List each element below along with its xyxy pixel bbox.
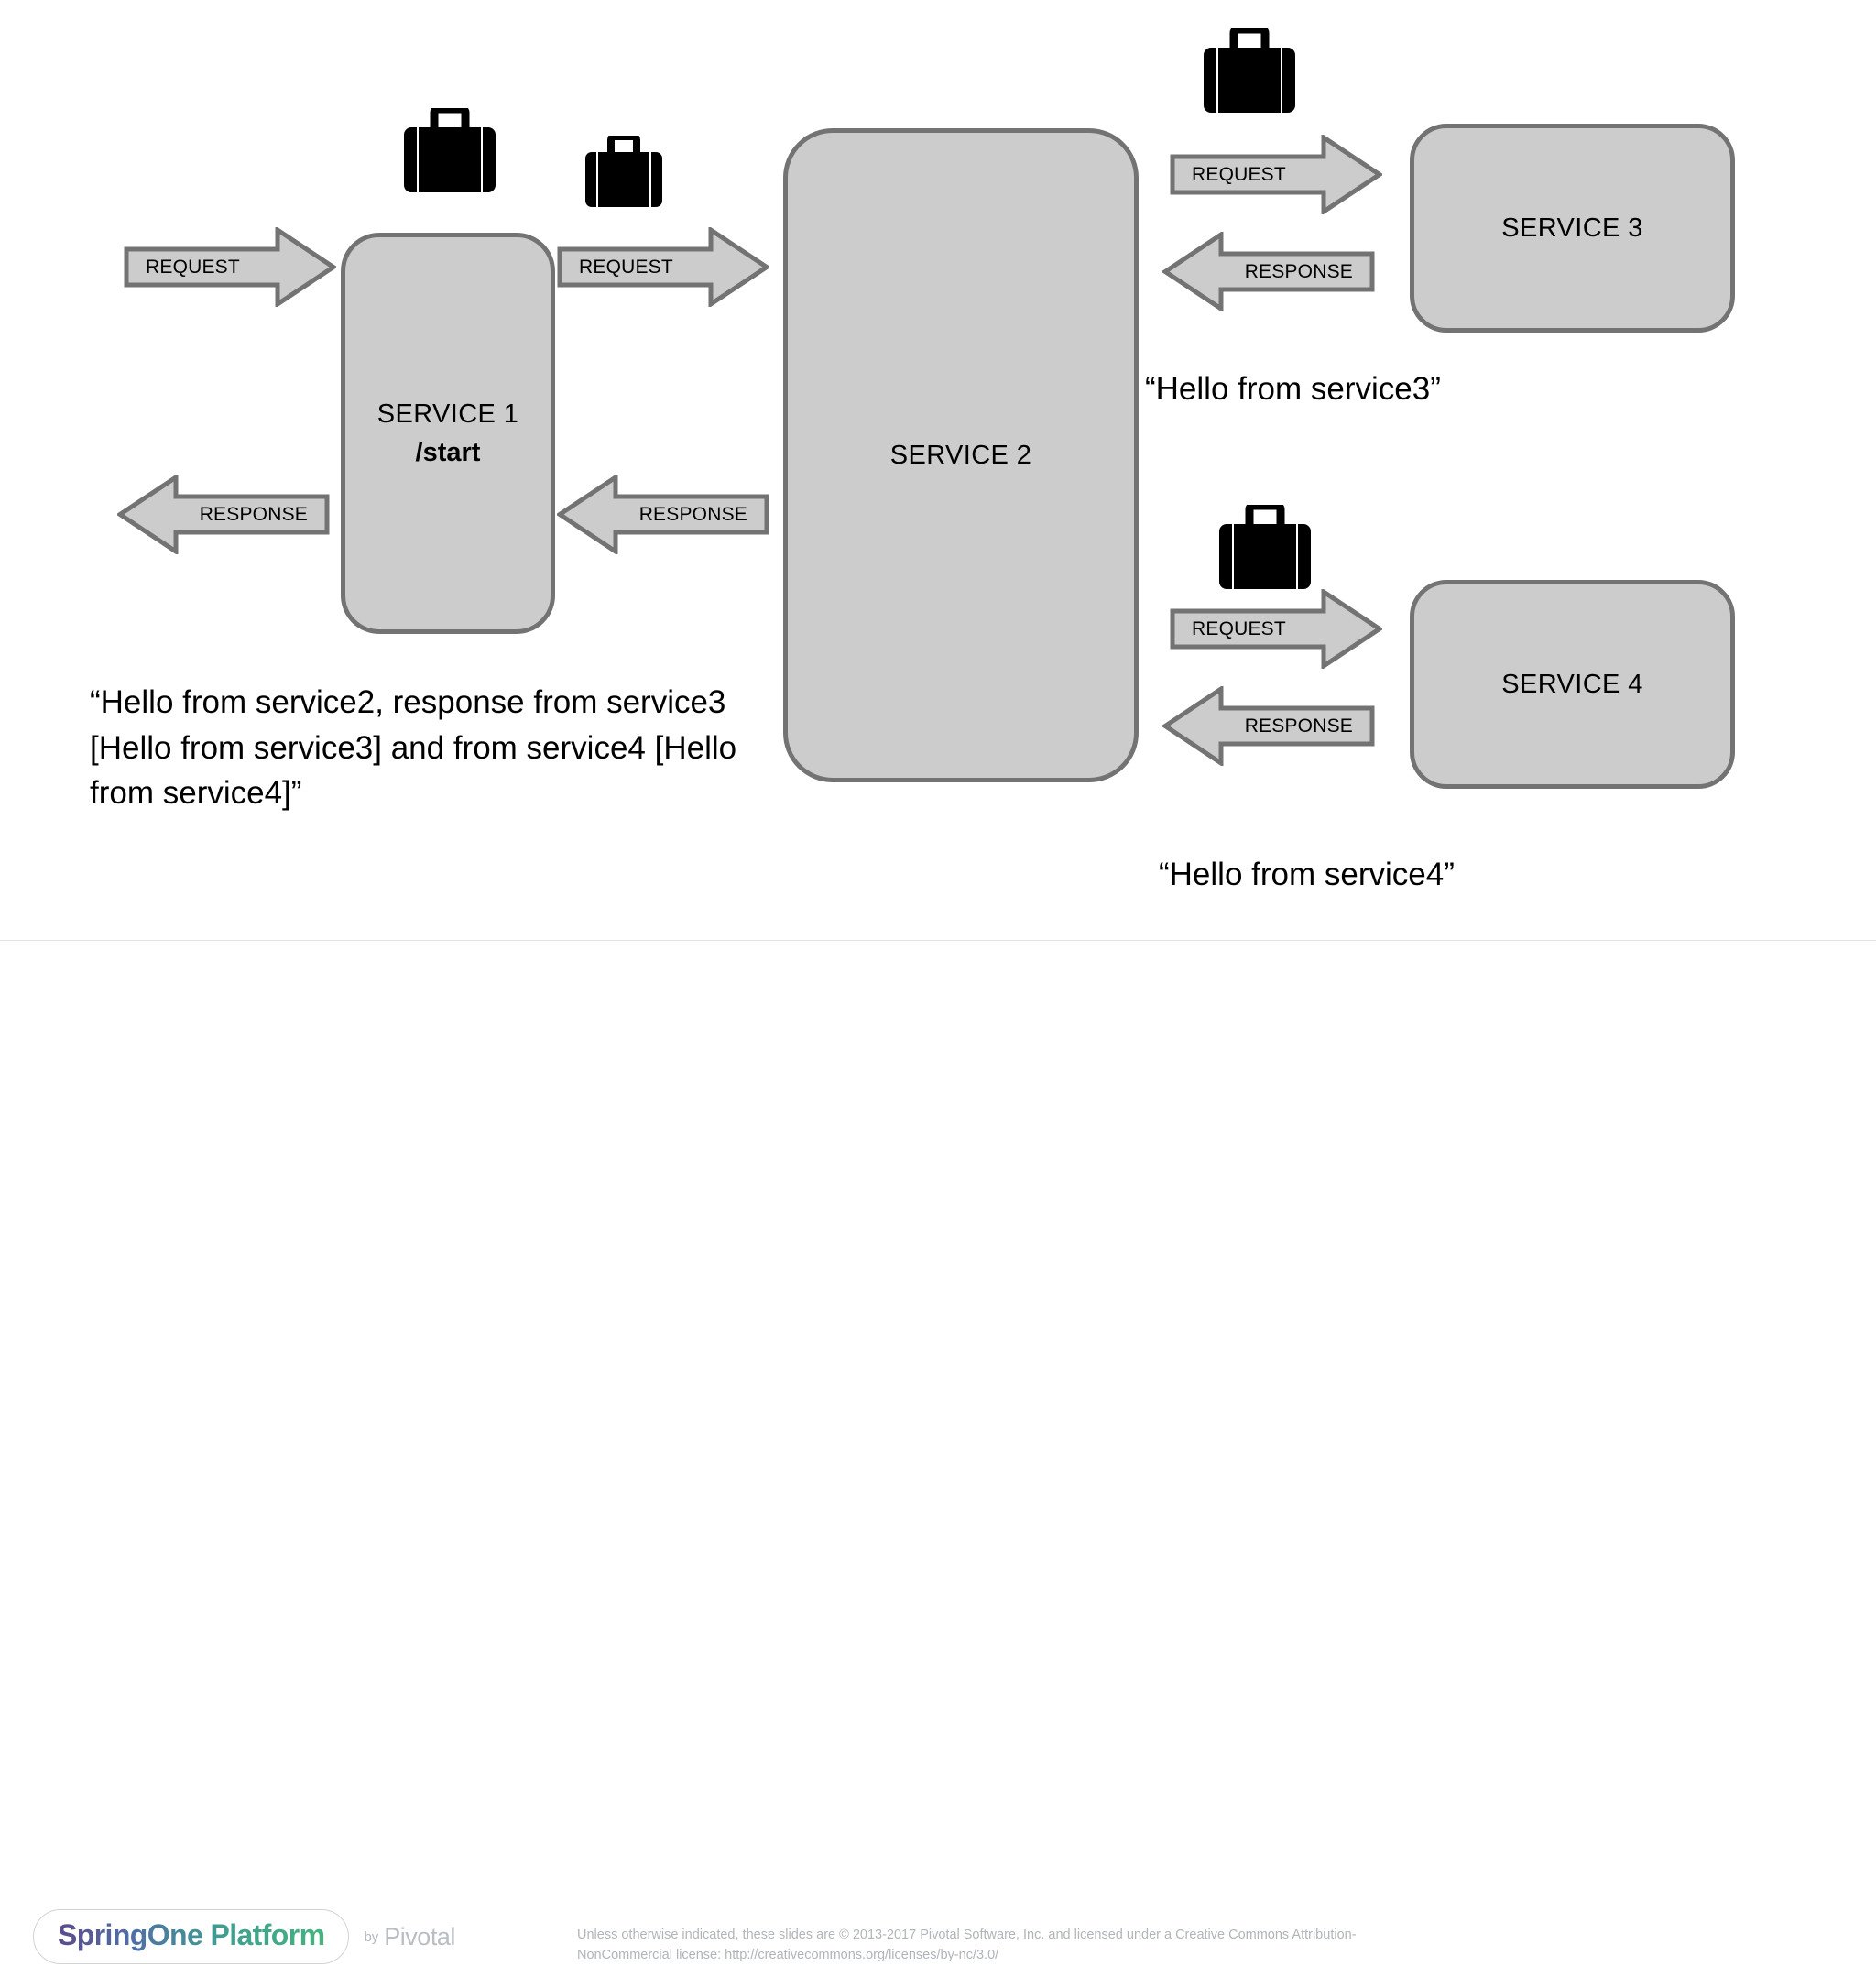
service-box-service4[interactable]: SERVICE 4	[1410, 580, 1735, 789]
logo-pill: SpringOne Platform	[33, 1909, 350, 1964]
arrow-request-client-to-service1: REQUEST	[124, 227, 336, 307]
arrow-label: RESPONSE	[1244, 715, 1353, 737]
slide-canvas: REQUEST RESPONSE REQUEST RESPONSE REQUES…	[0, 28, 1876, 1964]
service-title: SERVICE 1	[376, 399, 519, 429]
suitcase-icon	[1209, 505, 1321, 589]
arrow-label: REQUEST	[579, 256, 673, 278]
arrow-label: RESPONSE	[638, 503, 747, 525]
arrow-label: REQUEST	[1192, 163, 1286, 185]
suitcase-icon	[577, 136, 671, 207]
logo-by-label: by	[364, 1928, 379, 1945]
arrow-request-service1-to-service2: REQUEST	[557, 227, 769, 307]
arrow-request-service2-to-service4: REQUEST	[1170, 589, 1382, 669]
arrow-label: RESPONSE	[1244, 260, 1353, 282]
copyright-notice: Unless otherwise indicated, these slides…	[577, 1928, 1357, 1963]
service-endpoint: /start	[415, 438, 481, 467]
footer: SpringOne Platform by Pivotal Unless oth…	[0, 941, 1876, 1964]
service-box-service2[interactable]: SERVICE 2	[783, 128, 1139, 782]
springone-platform-logo: SpringOne Platform by Pivotal	[33, 1909, 455, 1964]
service-box-service1[interactable]: SERVICE 1 /start	[341, 233, 555, 634]
arrow-response-service2-to-service1: RESPONSE	[557, 475, 769, 554]
suitcase-icon	[1194, 28, 1305, 113]
arrow-label: REQUEST	[146, 256, 240, 278]
service-title: SERVICE 2	[889, 440, 1032, 470]
caption-service3-response: “Hello from service3”	[1145, 371, 1441, 407]
arrow-response-service4-to-service2: RESPONSE	[1162, 686, 1375, 766]
caption-service4-response: “Hello from service4”	[1159, 857, 1455, 892]
arrow-response-service3-to-service2: RESPONSE	[1162, 232, 1375, 311]
service-box-service3[interactable]: SERVICE 3	[1410, 124, 1735, 333]
service-title: SERVICE 4	[1501, 669, 1643, 699]
arrow-label: RESPONSE	[199, 503, 308, 525]
service-title: SERVICE 3	[1501, 213, 1643, 243]
pivotal-wordmark: Pivotal	[384, 1922, 455, 1950]
logo-text: SpringOne Platform	[58, 1918, 325, 1951]
suitcase-icon	[394, 108, 506, 192]
footer-divider	[0, 940, 1876, 941]
arrow-request-service2-to-service3: REQUEST	[1170, 135, 1382, 214]
caption-service2-response: “Hello from service2, response from serv…	[90, 684, 737, 812]
arrow-label: REQUEST	[1192, 617, 1286, 639]
arrow-response-service1-to-client: RESPONSE	[117, 475, 330, 554]
